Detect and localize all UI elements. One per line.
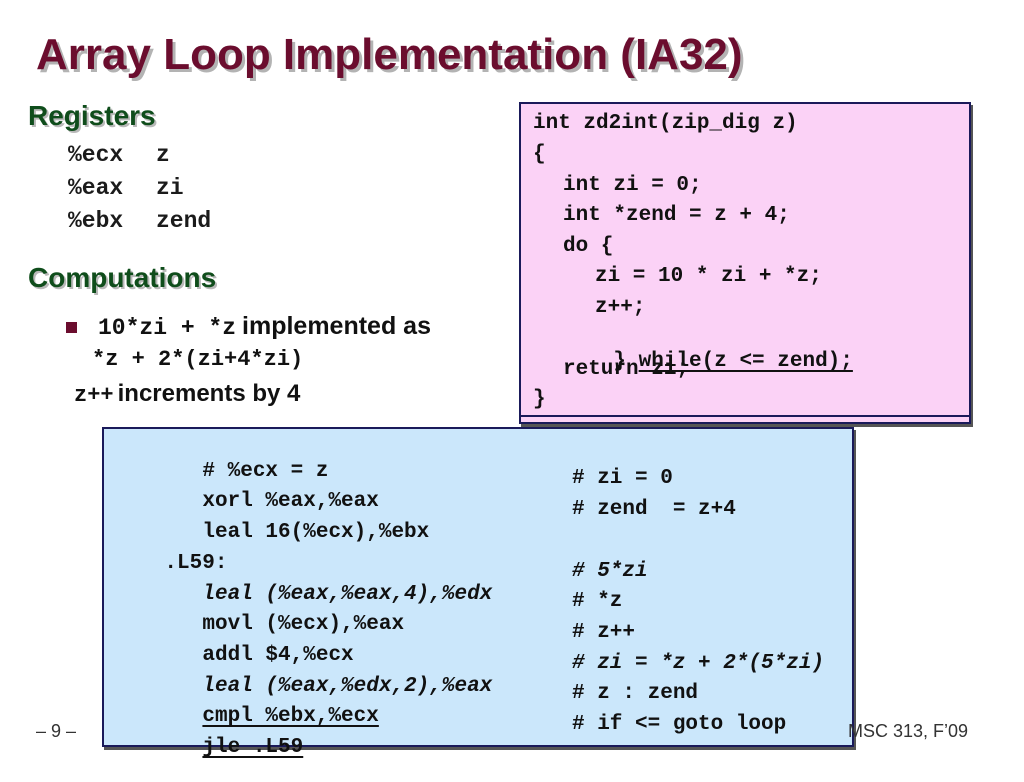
asm-label: .L59:	[114, 529, 227, 598]
computation-text: increments by 4	[117, 380, 301, 407]
c-code-line: }	[533, 388, 546, 411]
asm-code: # %ecx = z	[202, 460, 329, 483]
asm-line: xorl %eax,%eax # zi = 0	[152, 467, 672, 536]
register-name: %eax	[68, 175, 124, 201]
asm-line: cmpl %ebx,%ecx # z : zend	[152, 682, 698, 751]
asm-line: movl (%ecx),%eax # *z	[152, 590, 622, 659]
computation-code: *z + 2*(zi+4*zi)	[92, 347, 304, 372]
course-label: MSC 313, F’09	[848, 721, 969, 741]
asm-comment: # *z	[572, 590, 623, 613]
register-row: %ebx zend	[68, 208, 211, 234]
c-code-line: } while(z <= zend);	[563, 327, 853, 396]
asm-line: leal (%eax,%edx,2),%eax # zi = *z + 2*(5*…	[152, 652, 824, 721]
asm-comment: # zi = 0	[572, 467, 673, 490]
register-variable: z	[156, 142, 170, 168]
asm-comment: # z++	[572, 621, 636, 644]
square-bullet-icon	[66, 322, 77, 333]
asm-comment: # 5*zi	[572, 560, 648, 583]
registers-heading: Registers	[28, 100, 156, 131]
computation-code: 10*zi + *z	[98, 315, 237, 341]
asm-comment: # zi = *z + 2*(5*zi)	[572, 652, 825, 675]
asm-code: xorl %eax,%eax	[202, 490, 379, 513]
asm-code: .L59:	[164, 552, 228, 575]
register-variable: zi	[156, 175, 184, 201]
register-row: %eax zi	[68, 175, 184, 201]
asm-code: movl (%ecx),%eax	[202, 613, 405, 636]
c-code-line: return zi;	[563, 358, 690, 381]
asm-line: leal 16(%ecx),%ebx # zend = z+4	[152, 498, 735, 567]
asm-line: # %ecx = z	[152, 437, 328, 506]
c-code-line: int zi = 0;	[563, 174, 702, 197]
assembly-box: # %ecx = z xorl %eax,%eax # zi = 0 leal 1…	[102, 427, 854, 759]
computation-text: implemented as	[242, 312, 431, 340]
register-row: %ecx z	[68, 142, 170, 168]
computation-code: z++	[74, 383, 114, 408]
asm-code: addl $4,%ecx	[202, 644, 354, 667]
asm-line: addl $4,%ecx # z++	[152, 621, 635, 690]
asm-comment: # if <= goto loop	[572, 713, 787, 736]
c-code-line: {	[533, 143, 546, 166]
c-code-line: int *zend = z + 4;	[563, 204, 790, 227]
page-number: – 9 –	[36, 721, 77, 741]
asm-code: leal 16(%ecx),%ebx	[202, 521, 430, 544]
c-code-line: z++;	[595, 296, 646, 319]
c-code-brace: }	[613, 350, 627, 373]
asm-code: leal (%eax,%eax,4),%edx	[202, 583, 493, 606]
asm-code: cmpl %ebx,%ecx	[202, 705, 379, 728]
register-name: %ebx	[68, 208, 124, 234]
asm-comment: # zend = z+4	[572, 498, 736, 521]
c-code-while: while(z <= zend);	[638, 350, 853, 373]
asm-line: jle .L59 # if <= goto loop	[152, 713, 786, 782]
c-code-line: zi = 10 * zi + *z;	[595, 265, 822, 288]
slide-title: Array Loop Implementation (IA32)	[36, 30, 743, 79]
asm-code: leal (%eax,%edx,2),%eax	[202, 675, 493, 698]
asm-code: jle .L59	[202, 736, 304, 759]
c-code-box: int zd2int(zip_dig z) { int zi = 0; int …	[519, 102, 971, 424]
c-code-line: do {	[563, 235, 614, 258]
computation-line: z++increments by 4	[74, 380, 300, 408]
register-variable: zend	[156, 208, 212, 234]
c-code-divider	[521, 415, 969, 417]
register-name: %ecx	[68, 142, 124, 168]
computations-heading: Computations	[28, 262, 217, 293]
c-code-line: int zd2int(zip_dig z)	[533, 112, 798, 135]
asm-line: leal (%eax,%eax,4),%edx # 5*zi	[152, 560, 647, 629]
asm-comment: # z : zend	[572, 682, 699, 705]
